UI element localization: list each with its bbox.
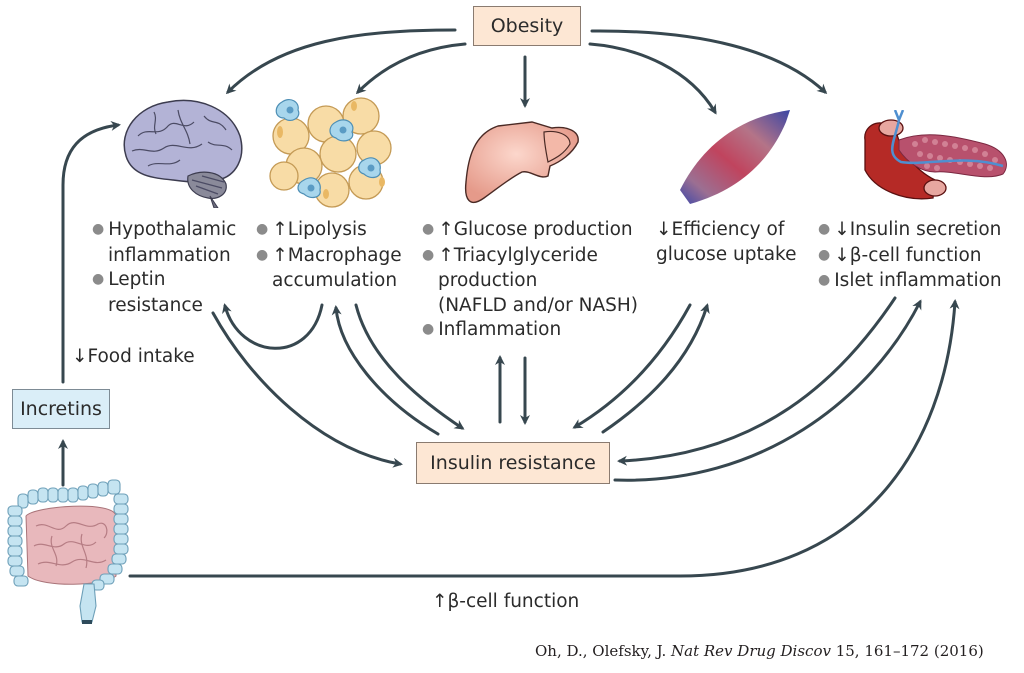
beta-cell-function-label: ↑β-cell function [432,591,580,612]
liver-icon [464,121,579,203]
arrow-brain-to-insulin-resistance [211,311,403,468]
obesity-node: Obesity [473,6,581,46]
food-intake-label: ↓Food intake [72,346,195,367]
insulin-resistance-label: Insulin resistance [430,452,596,474]
pancreas-effect-line: ●↓β-cell function [818,244,982,266]
liver-effect-line: ●↑Triacylglyceride [422,244,598,266]
brain-effects: ●Hypothalamic inflammation ●Leptin resis… [92,218,236,318]
adipose-tissue-icon [269,97,392,208]
arrow-adipose-to-brain [222,303,324,350]
incretins-node: Incretins [12,389,110,429]
citation-details: 15, 161–172 (2016) [830,642,984,660]
adipose-effect-line: ●↑Lipolysis [256,219,367,240]
arrow-insulin-resistance-to-muscle [601,303,710,434]
arrow-obesity-to-adipose [355,42,467,95]
pancreas-icon [864,110,1007,200]
arrow-muscle-to-insulin-resistance [572,303,692,429]
liver-effect-line: (NAFLD and/or NASH) [438,294,638,316]
liver-effect-line: production [438,270,538,291]
pancreas-effects: ●↓Insulin secretion ●↓β-cell function ●I… [818,218,1002,295]
arrow-obesity-to-brain [225,28,457,95]
arrow-obesity-to-muscle [588,42,717,115]
pancreas-effect-line: ●↓Insulin secretion [818,219,1002,240]
adipose-effect-line: ●↑Macrophage [256,244,402,266]
adipose-effects: ●↑Lipolysis ●↑Macrophage accumulation [256,218,402,294]
muscle-effects: ↓Efficiency of glucose uptake [656,218,797,267]
citation-authors: Oh, D., Olefsky, J. [535,642,672,660]
arrow-insulin-resistance-to-pancreas [613,299,922,482]
obesity-label: Obesity [490,15,564,37]
arrow-incretins-to-brain [61,120,121,384]
muscle-icon [680,110,790,204]
arrow-insulin-resistance-to-adipose [331,305,440,436]
arrow-intestine-to-pancreas [128,299,960,578]
insulin-resistance-node: Insulin resistance [416,442,610,484]
pancreas-effect-line: ●Islet inflammation [818,270,1002,291]
brain-effect-line: resistance [108,294,203,316]
incretins-label: Incretins [20,398,102,420]
muscle-effect-line: ↓Efficiency of [656,219,785,240]
citation-journal: Nat Rev Drug Discov [671,642,831,660]
arrow-obesity-to-pancreas [590,29,828,95]
brain-effect-line: inflammation [108,244,231,266]
liver-effect-line: ●Inflammation [422,319,562,340]
muscle-effect-line: glucose uptake [656,243,797,265]
adipose-effect-line: accumulation [272,270,398,291]
brain-effect-line: ●Hypothalamic [92,219,237,240]
brain-effect-line: ●Leptin [92,269,166,290]
liver-effect-line: ●↑Glucose production [422,219,633,240]
intestine-icon [7,479,129,624]
citation: Oh, D., Olefsky, J. Nat Rev Drug Discov … [535,642,984,660]
arrow-pancreas-to-insulin-resistance [617,296,897,466]
brain-icon [123,99,243,208]
liver-effects: ●↑Glucose production ●↑Triacylglyceride … [422,218,638,344]
arrow-adipose-to-insulin-resistance [354,303,465,430]
